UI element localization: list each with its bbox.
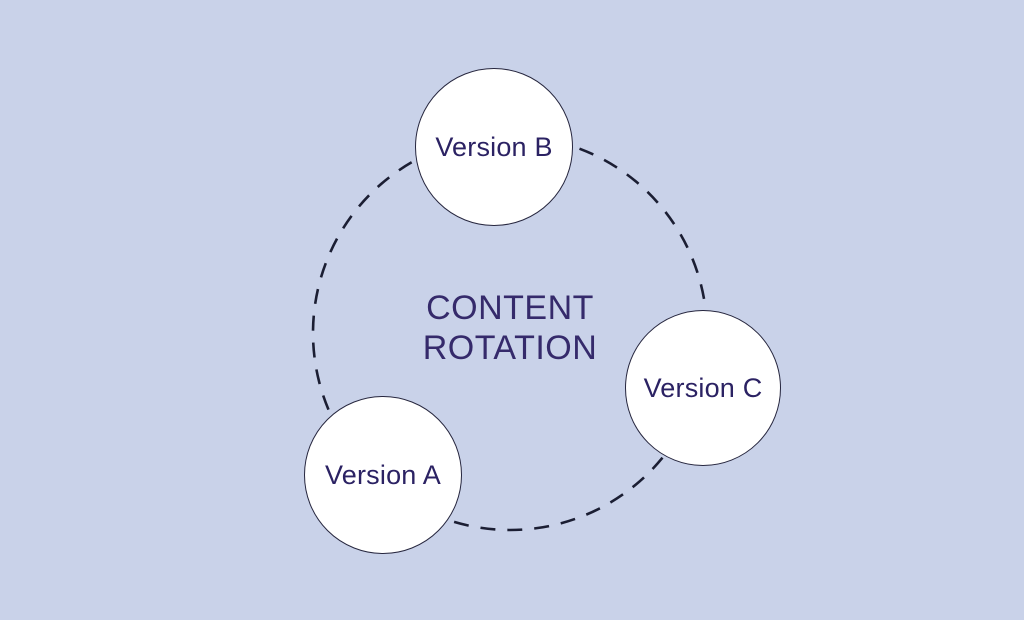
- node-version-c: Version C: [625, 310, 781, 466]
- node-version-a-label: Version A: [325, 459, 441, 490]
- diagram-title: CONTENT ROTATION: [422, 289, 598, 367]
- node-version-a: Version A: [304, 396, 462, 554]
- node-version-c-label: Version C: [643, 372, 763, 403]
- node-version-b: Version B: [415, 68, 573, 226]
- node-version-b-label: Version B: [435, 131, 553, 162]
